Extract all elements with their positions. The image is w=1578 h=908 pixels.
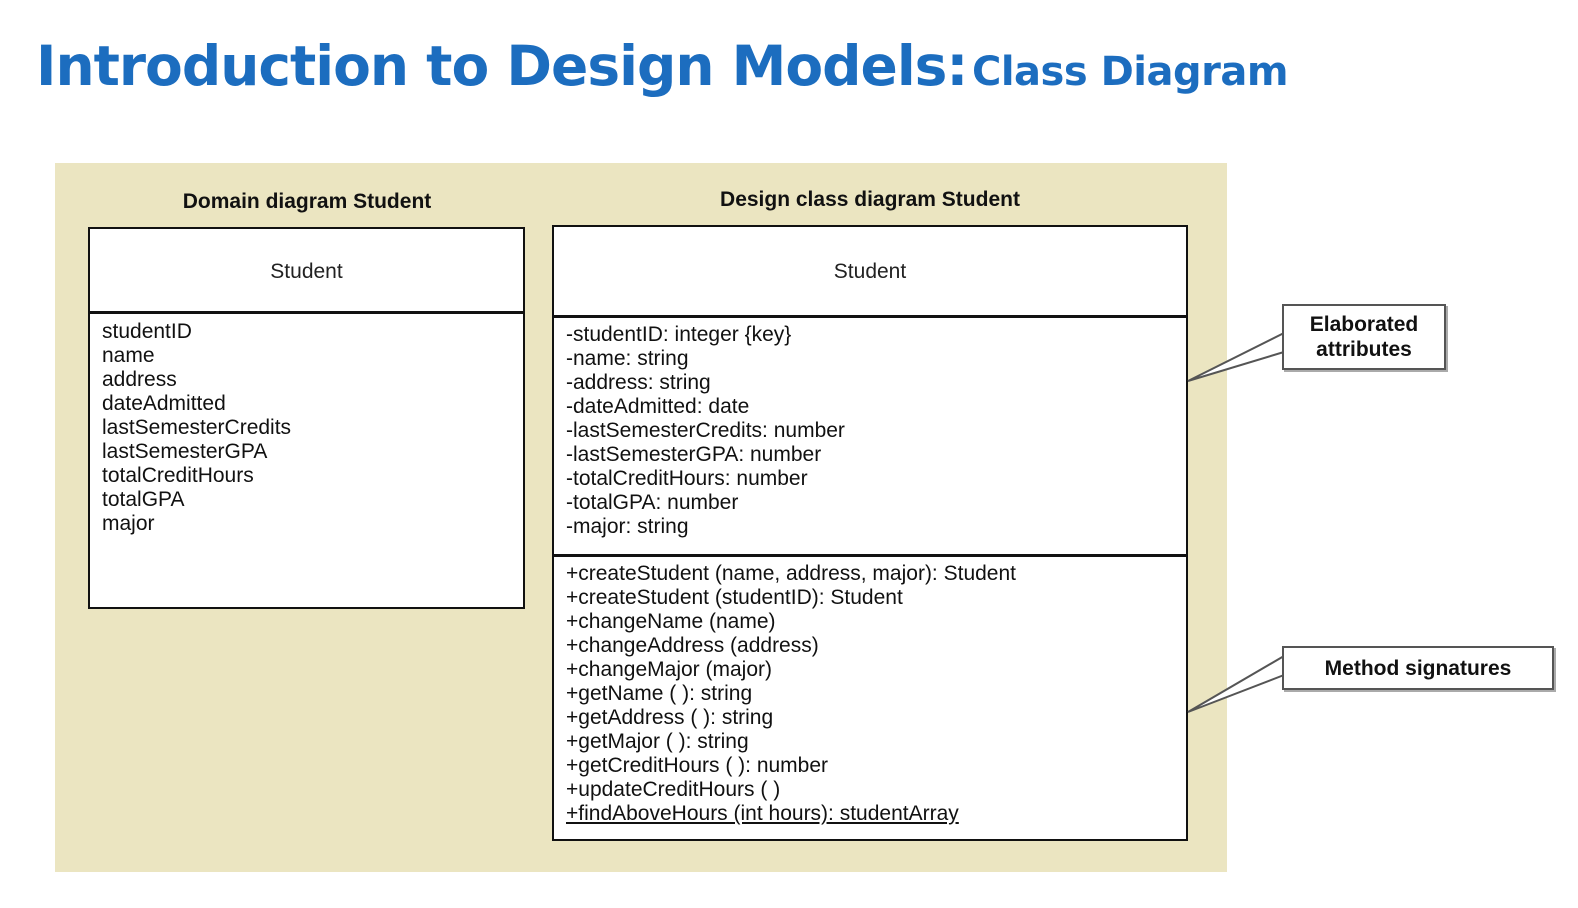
design-class-box: Student -studentID: integer {key}-name: …	[552, 225, 1188, 841]
elaborated-attributes-callout: Elaborated attributes	[1282, 304, 1446, 370]
title-sub: Class Diagram	[971, 49, 1289, 95]
design-method: +createStudent (studentID): Student	[566, 586, 903, 609]
design-attribute: -totalCreditHours: number	[566, 467, 808, 490]
design-attribute: -lastSemesterGPA: number	[566, 443, 822, 466]
callout-attributes-line1: Elaborated	[1309, 313, 1419, 336]
design-method: +changeName (name)	[566, 610, 776, 633]
domain-attribute: address	[102, 368, 177, 391]
domain-attribute: totalGPA	[102, 488, 185, 511]
design-method: +createStudent (name, address, major): S…	[566, 562, 1016, 585]
slide-title: Introduction to Design Models: Class Dia…	[36, 34, 1289, 98]
domain-attribute: lastSemesterCredits	[102, 416, 292, 439]
design-method: +findAboveHours (int hours): studentArra…	[566, 802, 959, 825]
methods-callout-pointer	[1187, 654, 1285, 713]
design-attribute: -major: string	[566, 515, 689, 538]
design-divider-top	[554, 315, 1186, 318]
design-attribute: -dateAdmitted: date	[566, 395, 750, 418]
method-signatures-callout: Method signatures	[1282, 646, 1554, 690]
design-method: +updateCreditHours ( )	[566, 778, 781, 801]
domain-attribute: major	[102, 512, 155, 535]
design-method: +getMajor ( ): string	[566, 730, 749, 753]
domain-divider	[90, 311, 523, 314]
design-method: +getAddress ( ): string	[566, 706, 774, 729]
domain-diagram-heading: Domain diagram Student	[182, 190, 432, 213]
design-attribute: -address: string	[566, 371, 711, 394]
design-diagram-heading: Design class diagram Student	[720, 188, 1020, 211]
design-class-name: Student	[833, 260, 907, 283]
domain-attribute: name	[102, 344, 155, 367]
design-attribute-list: -studentID: integer {key}-name: string-a…	[566, 323, 845, 539]
domain-attribute: dateAdmitted	[102, 392, 226, 415]
domain-attribute: studentID	[102, 320, 192, 343]
title-main: Introduction to Design Models:	[36, 34, 968, 98]
design-attribute: -name: string	[566, 347, 689, 370]
design-attribute: -lastSemesterCredits: number	[566, 419, 845, 442]
design-method: +getName ( ): string	[566, 682, 753, 705]
domain-attribute: totalCreditHours	[102, 464, 254, 487]
design-attribute: -totalGPA: number	[566, 491, 739, 514]
design-method: +getCreditHours ( ): number	[566, 754, 829, 777]
callout-methods-label: Method signatures	[1324, 656, 1512, 680]
design-method-list: +createStudent (name, address, major): S…	[566, 562, 1016, 826]
domain-class-name: Student	[270, 260, 343, 283]
domain-attribute: lastSemesterGPA	[102, 440, 268, 463]
design-divider-bottom	[554, 554, 1186, 557]
design-attribute: -studentID: integer {key}	[566, 323, 792, 346]
design-method: +changeMajor (major)	[566, 658, 773, 681]
design-method: +changeAddress (address)	[566, 634, 819, 657]
callout-attributes-line2: attributes	[1316, 338, 1412, 361]
attributes-callout-pointer	[1187, 331, 1285, 382]
